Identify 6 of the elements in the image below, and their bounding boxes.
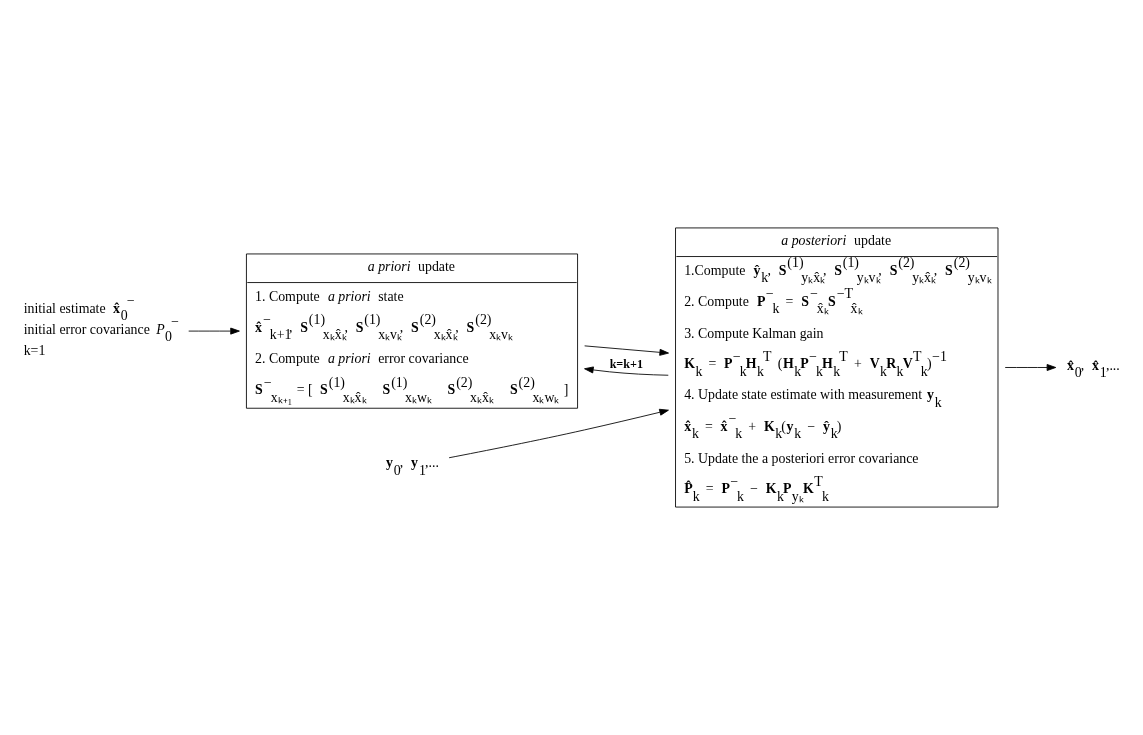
arrow [188, 327, 240, 335]
edge-label: k=k+1 [609, 356, 644, 371]
arrow [584, 345, 669, 356]
arrow [1004, 364, 1057, 371]
arrow [448, 408, 669, 459]
arrow [584, 366, 669, 376]
